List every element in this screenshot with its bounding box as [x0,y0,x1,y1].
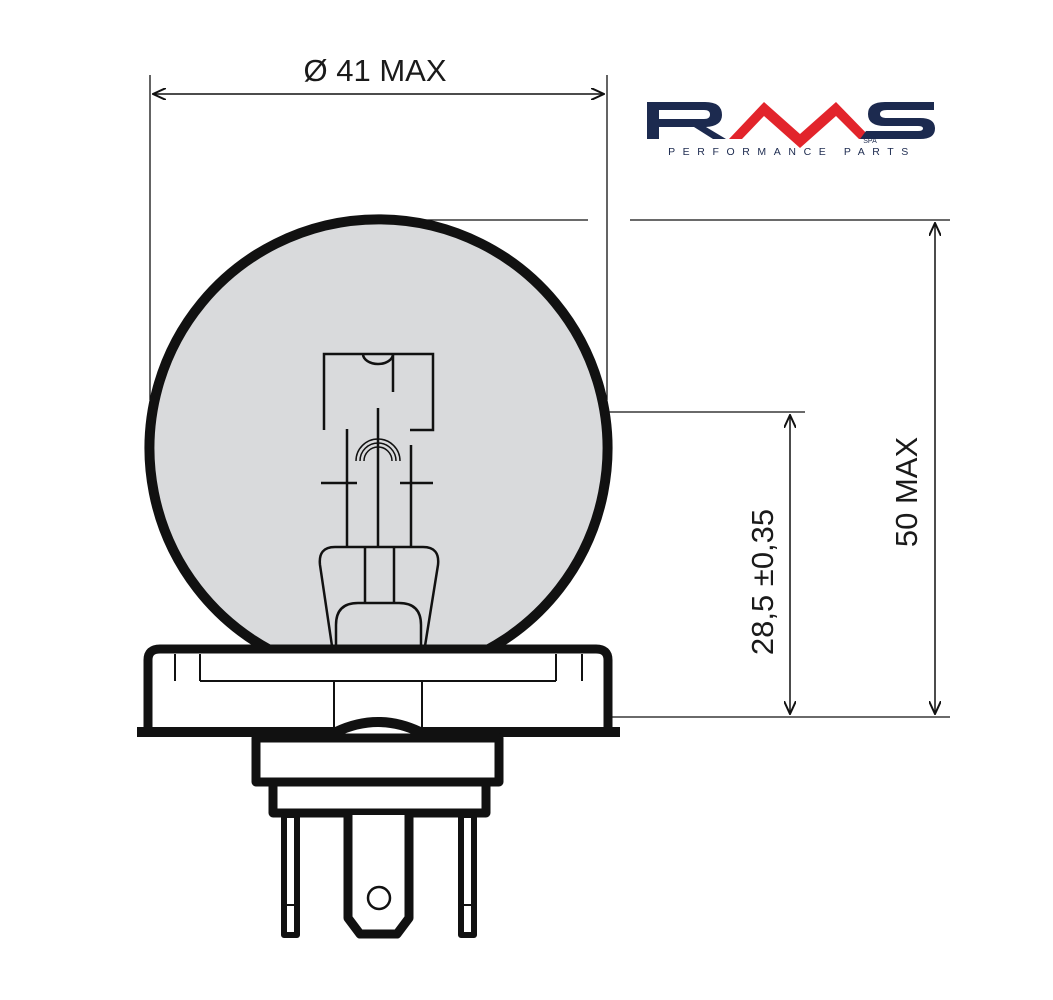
contact-pins [281,812,477,939]
diameter-label: Ø 41 MAX [304,53,447,88]
center-tab [343,815,414,939]
svg-text:SPA: SPA [863,138,877,145]
socket-body [251,733,504,818]
base-flange [137,644,620,737]
left-pin [281,812,300,938]
right-pin [458,812,477,938]
filament-assembly [318,352,440,647]
height-label: 50 MAX [889,437,924,548]
tab-hole [366,885,392,911]
rms-logo: SPA PERFORMANCE PARTS [647,102,935,158]
svg-text:PERFORMANCE PARTS: PERFORMANCE PARTS [668,146,916,158]
focal-label: 28,5 ±0,35 [745,509,780,655]
